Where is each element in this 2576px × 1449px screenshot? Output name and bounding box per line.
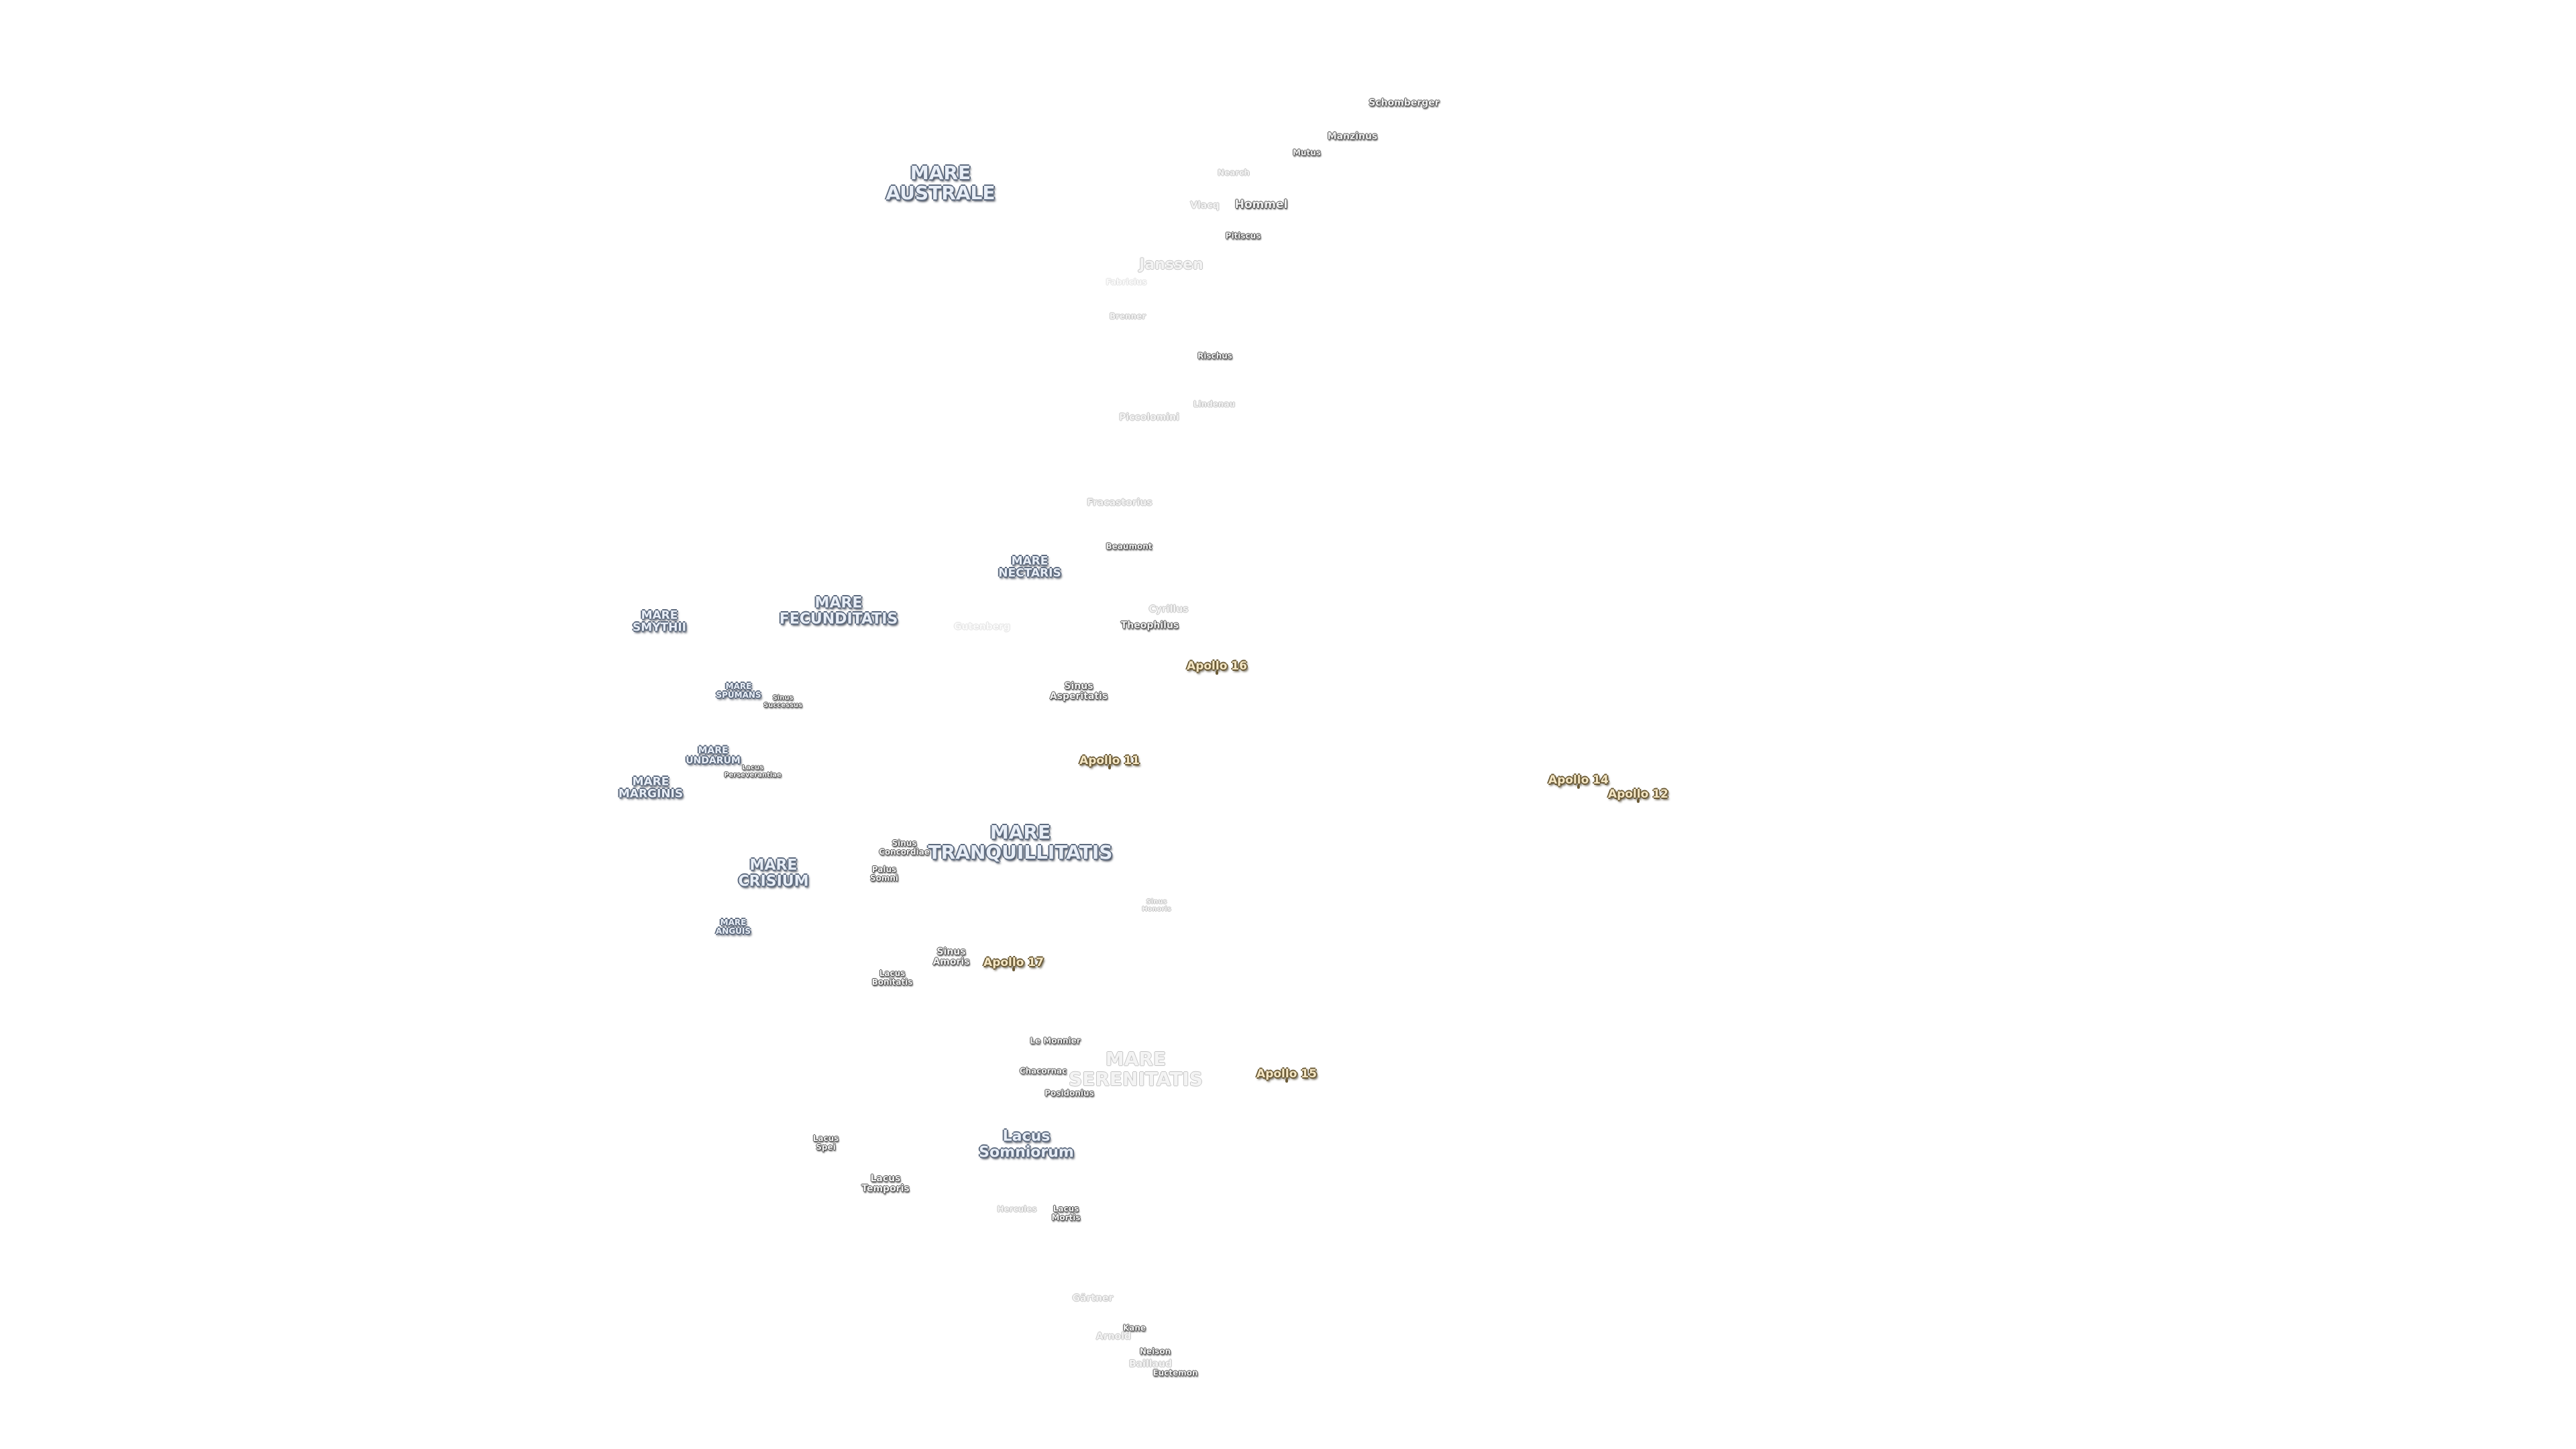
landing-site-apollo-11[interactable]: Apollo 11 [1079,753,1140,770]
crater-label-manzinus: Manzinus [1327,131,1378,142]
crater-label-vlacq: Vlacq [1190,200,1220,211]
crater-label-neison: Neison [1139,1346,1171,1356]
crater-label-beaumont: Beaumont [1106,541,1152,551]
crater-label-le-monnier: Le Monnier [1030,1036,1081,1046]
crater-label-mutus: Mutus [1293,148,1321,158]
landing-site-apollo-16[interactable]: Apollo 16 [1187,659,1247,676]
crater-label-nearch: Nearch [1218,168,1250,178]
crater-label-arnold: Arnold [1095,1331,1132,1342]
crater-label-kane: Kane [1122,1323,1146,1333]
crater-label-chacornac: Chacornac [1019,1066,1067,1076]
crater-label-janssen: Janssen [1139,256,1203,274]
crater-label-fabricius: Fabricius [1106,277,1147,287]
crater-label-euctemon: Euctemon [1152,1368,1198,1378]
crater-label-pitiscus: Pitiscus [1225,231,1261,241]
crater-label-rischus: Rischus [1197,351,1232,361]
crater-label-cyrillus: Cyrillus [1148,604,1189,615]
crater-label-schomberger: Schomberger [1368,97,1440,109]
landing-site-apollo-14[interactable]: Apollo 14 [1548,773,1609,790]
landing-site-apollo-12[interactable]: Apollo 12 [1608,787,1668,804]
crater-label-lindenau: Lindenau [1193,399,1236,409]
crater-label-hercules: Hercules [997,1204,1037,1214]
crater-label-gartner: Gärtner [1072,1293,1114,1304]
crater-label-theophilus: Theophilus [1120,620,1179,631]
crater-label-gutenberg: Gutenberg [953,621,1011,633]
crater-label-piccolomini: Piccolomini [1119,412,1179,423]
landing-site-apollo-15[interactable]: Apollo 15 [1256,1067,1317,1083]
crater-label-baillaud: Baillaud [1129,1358,1172,1370]
landing-site-apollo-17[interactable]: Apollo 17 [983,955,1044,972]
crater-label-hommel: Hommel [1234,197,1288,211]
crater-label-fracastorius: Fracastorius [1087,497,1152,508]
crater-label-brenner: Brenner [1109,311,1146,321]
crater-label-posidonius: Posidonius [1044,1088,1094,1098]
